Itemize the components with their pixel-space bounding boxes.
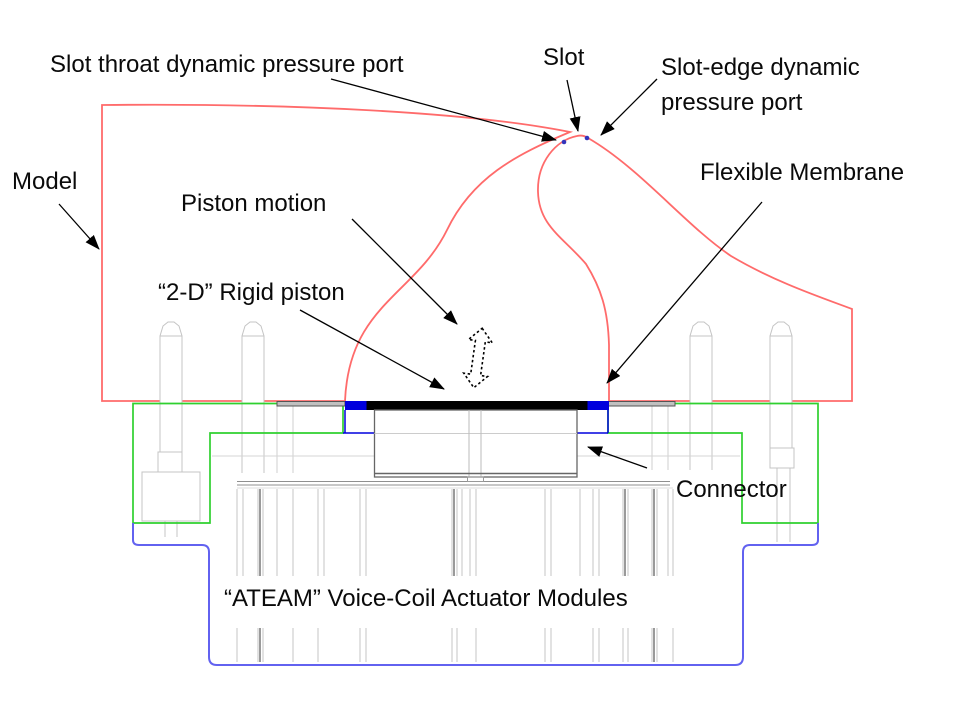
slot-label: Slot bbox=[543, 44, 585, 71]
connector-stub bbox=[467, 476, 484, 482]
mount-plate-right bbox=[607, 402, 819, 524]
bolt-3 bbox=[689, 321, 713, 470]
model-left-body bbox=[101, 103, 574, 402]
mount-plate-left bbox=[132, 402, 344, 524]
membrane-link-left bbox=[343, 410, 375, 434]
model-label: Model bbox=[12, 168, 78, 195]
model-arrow bbox=[58, 203, 100, 250]
slot-throat-arrow bbox=[330, 78, 557, 142]
module-lines-lower bbox=[236, 628, 674, 662]
piston-motion-arrow bbox=[351, 218, 458, 325]
side-plate-left bbox=[276, 401, 346, 407]
slot-arrow bbox=[566, 79, 581, 132]
flexible-membrane-seal-left bbox=[345, 401, 367, 410]
piston-body bbox=[373, 409, 578, 478]
flexible-membrane-arrow bbox=[606, 201, 763, 384]
actuator-housing-outline bbox=[132, 523, 819, 666]
bolt-1 bbox=[141, 321, 201, 537]
bolt-2 bbox=[241, 321, 265, 473]
connector-arrow bbox=[587, 446, 648, 469]
piston-motion-label: Piston motion bbox=[181, 190, 327, 217]
flexible-membrane-seal-right bbox=[587, 401, 609, 410]
rigid-piston-label: “2-D” Rigid piston bbox=[158, 279, 345, 306]
flexible-membrane-label: Flexible Membrane bbox=[700, 159, 905, 186]
slot-edge-port-dot bbox=[584, 135, 590, 141]
actuator-internal-structure bbox=[141, 321, 795, 662]
connector-label: Connector bbox=[676, 476, 787, 503]
slot-edge-arrow bbox=[600, 78, 658, 136]
rigid-piston-arrow bbox=[299, 309, 445, 390]
side-plate-right bbox=[607, 401, 676, 407]
slot-edge-port-label: Slot-edge dynamic pressure port bbox=[661, 54, 860, 116]
slot-throat-port-label: Slot throat dynamic pressure port bbox=[50, 51, 404, 78]
ateam-modules-label: “ATEAM” Voice-Coil Actuator Modules bbox=[224, 585, 628, 612]
module-lines-upper bbox=[236, 489, 674, 576]
piston-motion-double-arrow bbox=[462, 327, 494, 389]
slot-throat-port-dot bbox=[561, 139, 567, 145]
piston-assembly bbox=[276, 401, 676, 482]
membrane-link-right bbox=[577, 410, 609, 434]
bolt-4 bbox=[769, 321, 795, 542]
annotation-arrows bbox=[58, 78, 763, 469]
rigid-piston-bar bbox=[366, 401, 588, 410]
